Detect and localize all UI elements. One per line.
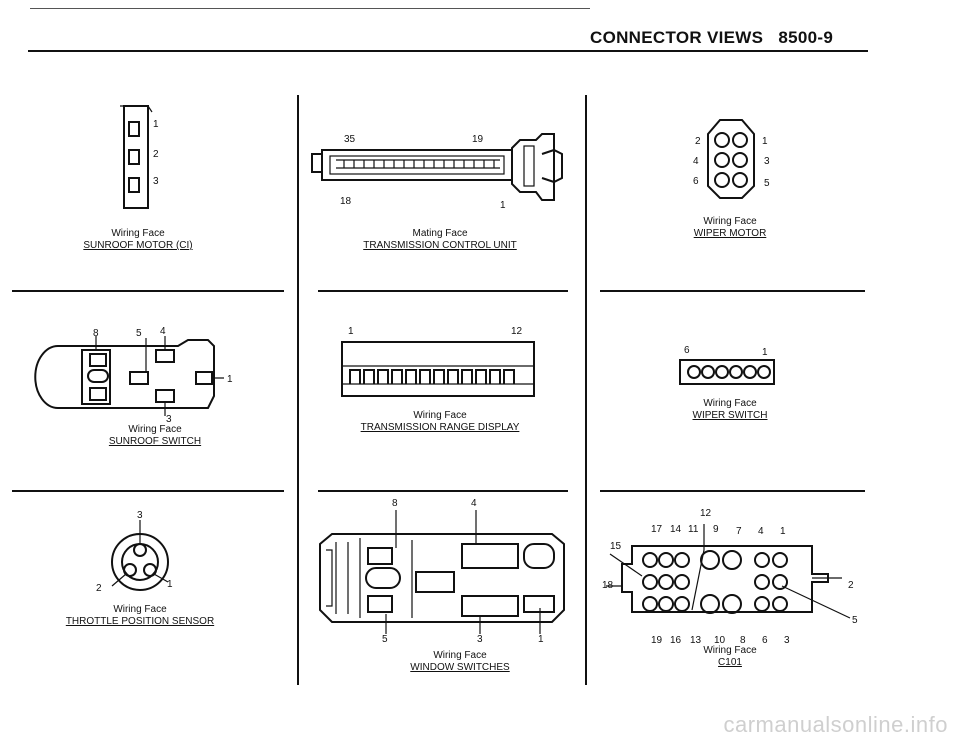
connector-name: SUNROOF SWITCH <box>108 436 202 447</box>
connector-name: TRANSMISSION CONTROL UNIT <box>363 240 517 251</box>
face-label: Wiring Face <box>703 645 757 656</box>
pin-label: 3 <box>477 634 483 645</box>
connector-name: WIPER SWITCH <box>692 410 768 421</box>
wiper-switch-diagram <box>679 359 775 385</box>
pin-label: 13 <box>690 635 702 646</box>
face-label: Wiring Face <box>113 604 167 615</box>
pin-label: 14 <box>670 524 682 535</box>
pin-label: 5 <box>852 615 858 626</box>
pin-label: 1 <box>227 374 233 385</box>
row-divider <box>318 290 568 292</box>
pin-label: 2 <box>96 583 102 594</box>
page-title: CONNECTOR VIEWS <box>590 28 764 47</box>
connector-caption: Wiring Face WIPER SWITCH <box>670 398 790 421</box>
connector-name: THROTTLE POSITION SENSOR <box>65 616 215 627</box>
connector-caption: Wiring Face SUNROOF SWITCH <box>80 424 230 447</box>
connector-caption: Wiring Face TRANSMISSION RANGE DISPLAY <box>320 410 560 433</box>
pin-label: 19 <box>472 134 484 145</box>
pin-label: 4 <box>471 498 477 509</box>
connector-caption: Mating Face TRANSMISSION CONTROL UNIT <box>330 228 550 251</box>
row-divider <box>600 290 865 292</box>
pin-label: 6 <box>684 345 690 356</box>
pin-label: 1 <box>348 326 354 337</box>
connector-caption: Wiring Face SUNROOF MOTOR (CI) <box>68 228 208 251</box>
pin-label: 1 <box>780 526 786 537</box>
pin-label: 15 <box>610 541 622 552</box>
page-number: 8500-9 <box>778 28 834 47</box>
face-label: Wiring Face <box>703 398 757 409</box>
pin-label: 9 <box>713 524 719 535</box>
pin-label: 19 <box>651 635 663 646</box>
wiper-motor-diagram <box>707 119 755 199</box>
connector-name: WIPER MOTOR <box>693 228 767 239</box>
pin-label: 1 <box>762 347 768 358</box>
pin-label: 6 <box>762 635 768 646</box>
pin-label: 18 <box>340 196 352 207</box>
face-label: Wiring Face <box>413 410 467 421</box>
connector-caption: Wiring Face WINDOW SWITCHES <box>380 650 540 673</box>
face-label: Wiring Face <box>128 424 182 435</box>
pin-label: 3 <box>153 176 159 187</box>
connector-caption: Wiring Face C101 <box>690 645 770 668</box>
pin-label: 3 <box>137 510 143 521</box>
pin-label: 3 <box>784 635 790 646</box>
window-switches-diagram <box>319 510 565 634</box>
pin-label: 1 <box>167 579 173 590</box>
pin-label: 2 <box>153 149 159 160</box>
connector-caption: Wiring Face THROTTLE POSITION SENSOR <box>50 604 230 627</box>
page-header: CONNECTOR VIEWS 8500-9 <box>590 28 833 48</box>
connector-name: WINDOW SWITCHES <box>410 662 510 673</box>
face-label: Wiring Face <box>433 650 487 661</box>
row-divider <box>600 490 865 492</box>
pin-label: 5 <box>136 328 142 339</box>
connector-caption: Wiring Face WIPER MOTOR <box>670 216 790 239</box>
pin-label: 1 <box>500 200 506 211</box>
row-divider <box>12 490 284 492</box>
pin-label: 8 <box>740 635 746 646</box>
pin-label: 18 <box>602 580 614 591</box>
connector-name: SUNROOF MOTOR (CI) <box>83 240 193 251</box>
face-label: Mating Face <box>412 228 468 239</box>
pin-label: 7 <box>736 526 742 537</box>
pin-label: 10 <box>714 635 726 646</box>
pin-label: 1 <box>538 634 544 645</box>
pin-label: 17 <box>651 524 663 535</box>
row-divider <box>318 490 568 492</box>
pin-label: 8 <box>392 498 398 509</box>
row-divider <box>12 290 284 292</box>
pin-label: 12 <box>700 508 712 519</box>
pin-label: 3 <box>166 414 172 425</box>
pin-label: 2 <box>695 136 701 147</box>
pin-label: 4 <box>758 526 764 537</box>
face-label: Wiring Face <box>703 216 757 227</box>
pin-label: 35 <box>344 134 356 145</box>
header-rule <box>28 50 868 52</box>
pin-label: 4 <box>160 326 166 337</box>
trd-diagram <box>341 341 535 397</box>
c101-diagram <box>606 524 851 619</box>
pin-label: 2 <box>848 580 854 591</box>
sunroof-motor-diagram <box>120 105 153 209</box>
top-edge-rule <box>30 8 590 9</box>
pin-label: 12 <box>511 326 523 337</box>
pin-label: 5 <box>764 178 770 189</box>
pin-label: 16 <box>670 635 682 646</box>
watermark: carmanualsonline.info <box>723 712 948 737</box>
pin-label: 11 <box>688 524 699 535</box>
connector-name: TRANSMISSION RANGE DISPLAY <box>360 422 520 433</box>
face-label: Wiring Face <box>111 228 165 239</box>
pin-label: 8 <box>93 328 99 339</box>
throttle-sensor-diagram <box>111 520 169 591</box>
pin-label: 3 <box>764 156 770 167</box>
pin-label: 1 <box>762 136 768 147</box>
pin-label: 6 <box>693 176 699 187</box>
sunroof-switch-diagram <box>34 336 224 416</box>
column-divider-left <box>297 95 299 685</box>
pin-label: 1 <box>153 119 159 130</box>
tcu-diagram <box>311 133 563 201</box>
column-divider-right <box>585 95 587 685</box>
pin-label: 4 <box>693 156 699 167</box>
connector-name: C101 <box>718 657 742 668</box>
pin-label: 5 <box>382 634 388 645</box>
